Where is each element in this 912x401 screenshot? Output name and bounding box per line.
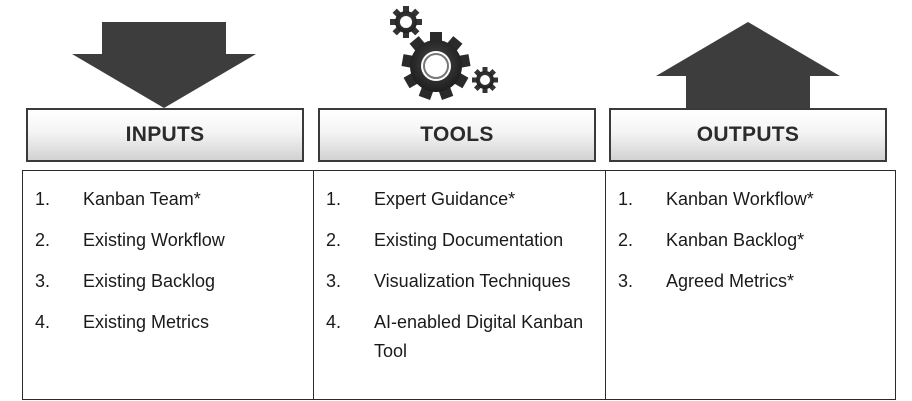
- up-arrow-icon: [656, 22, 840, 108]
- list-item: 3. Visualization Techniques: [314, 267, 605, 296]
- item-number: 2.: [326, 230, 342, 250]
- item-text: Agreed Metrics*: [666, 271, 795, 291]
- item-number: 1.: [326, 189, 342, 209]
- item-text: Visualization Techniques: [374, 271, 571, 291]
- list-item: 1. Kanban Workflow*: [606, 185, 895, 214]
- item-number: 2.: [618, 230, 634, 250]
- item-text: Kanban Team*: [83, 189, 201, 209]
- item-number: 1.: [35, 189, 51, 209]
- item-number: 2.: [35, 230, 51, 250]
- tools-column: 1. Expert Guidance* 2. Existing Documentat…: [313, 171, 605, 399]
- item-number: 3.: [326, 271, 342, 291]
- item-text: Expert Guidance*: [374, 189, 516, 209]
- list-item: 2. Existing Documentation: [314, 226, 605, 255]
- list-item: 4. AI-enabled Digital Kanban Tool: [314, 308, 605, 366]
- list-item: 3. Existing Backlog: [23, 267, 313, 296]
- item-number: 3.: [618, 271, 634, 291]
- item-number: 1.: [618, 189, 634, 209]
- inputs-list: 1. Kanban Team* 2. Existing Workflow 3. Exi…: [23, 171, 313, 337]
- item-text: Existing Backlog: [83, 271, 216, 291]
- item-number: 3.: [35, 271, 51, 291]
- inputs-column: 1. Kanban Team* 2. Existing Workflow 3. Exi…: [23, 171, 313, 399]
- outputs-header: OUTPUTS: [609, 108, 887, 162]
- list-item: 2. Existing Workflow: [23, 226, 313, 255]
- item-text: Existing Metrics: [83, 312, 210, 332]
- outputs-list: 1. Kanban Workflow* 2. Kanban Backlog* 3. A…: [606, 171, 895, 296]
- outputs-column: 1. Kanban Workflow* 2. Kanban Backlog* 3. A…: [605, 171, 895, 399]
- item-text: Kanban Workflow*: [666, 189, 814, 209]
- list-item: 1. Kanban Team*: [23, 185, 313, 214]
- down-arrow-icon: [72, 22, 256, 108]
- list-item: 4. Existing Metrics: [23, 308, 313, 337]
- content-table: 1. Kanban Team* 2. Existing Workflow 3. Exi…: [22, 170, 896, 400]
- list-item: 3. Agreed Metrics*: [606, 267, 895, 296]
- item-text: Kanban Backlog*: [666, 230, 805, 250]
- list-item: 2. Kanban Backlog*: [606, 226, 895, 255]
- item-number: 4.: [326, 312, 342, 332]
- item-text: Existing Documentation: [374, 230, 564, 250]
- list-item: 1. Expert Guidance*: [314, 185, 605, 214]
- item-text: Existing Workflow: [83, 230, 225, 250]
- item-number: 4.: [35, 312, 51, 332]
- item-text: AI-enabled Digital Kanban Tool: [374, 312, 584, 361]
- inputs-header: INPUTS: [26, 108, 304, 162]
- tools-list: 1. Expert Guidance* 2. Existing Documentat…: [314, 171, 605, 366]
- gears-icon: [390, 6, 498, 101]
- tools-header: TOOLS: [318, 108, 596, 162]
